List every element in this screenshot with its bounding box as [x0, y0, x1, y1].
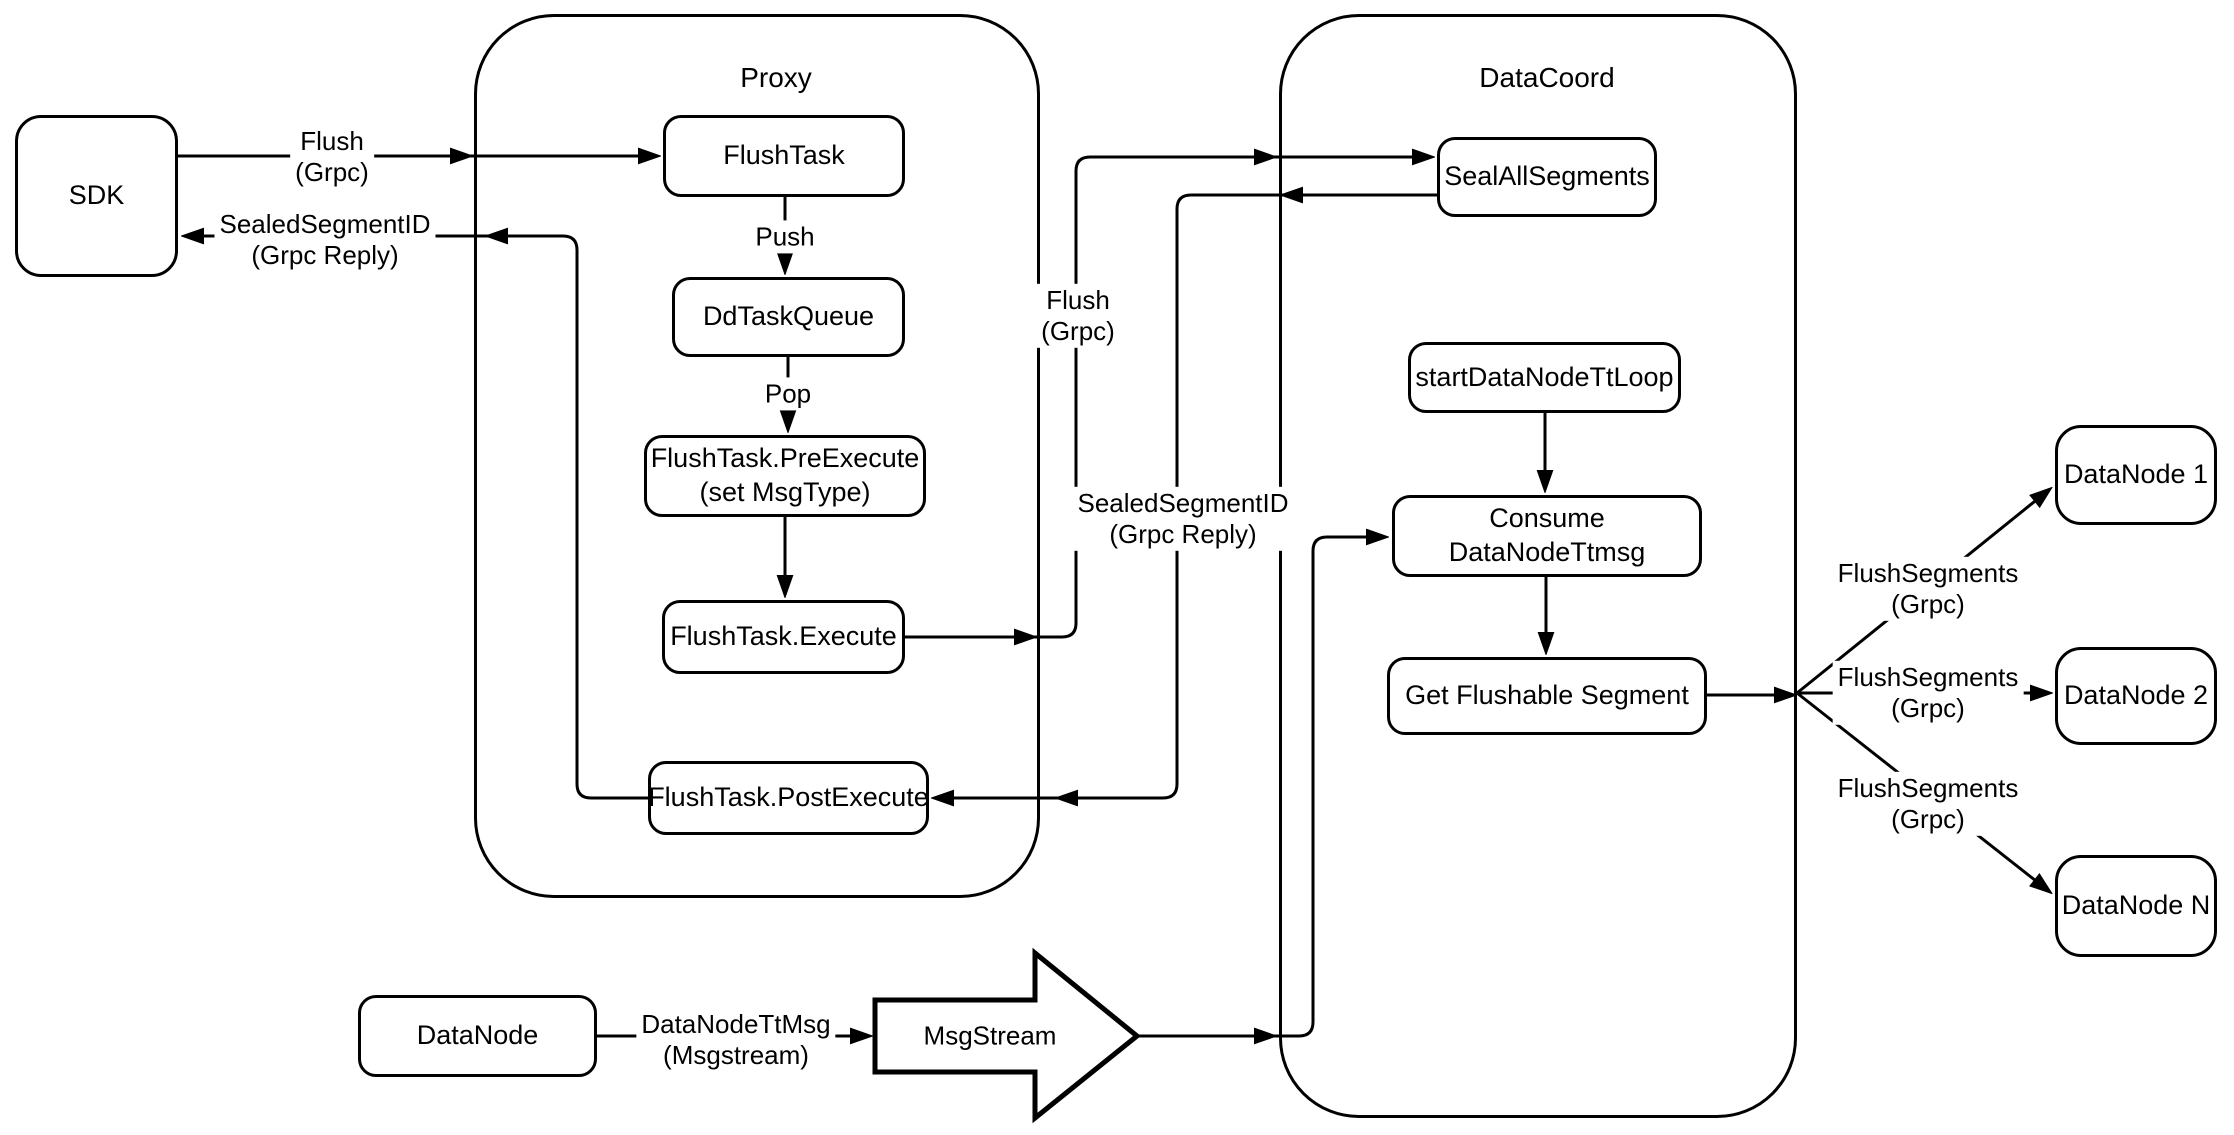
node-flushtask-execute: FlushTask.Execute [662, 600, 905, 674]
node-consume-datanodettmsg-label: Consume DataNodeTtmsg [1448, 503, 1646, 567]
node-consume-datanodettmsg: Consume DataNodeTtmsg [1392, 495, 1702, 577]
node-sealallsegments: SealAllSegments [1437, 137, 1657, 217]
msgstream-shape-label: MsgStream [923, 1020, 1057, 1051]
edge-label-datanodettmsg: DataNodeTtMsg (Msgstream) [636, 1007, 836, 1073]
node-get-flushable-segment: Get Flushable Segment [1387, 657, 1707, 735]
node-datanode2-label: DataNode 2 [2063, 680, 2209, 711]
node-datanoden-label: DataNode N [2061, 890, 2211, 921]
edge-label-pop: Pop [759, 377, 817, 411]
node-datanoden: DataNode N [2055, 855, 2217, 957]
node-sdk: SDK [15, 115, 178, 277]
edge-label-flush-grpc-sdk: Flush (Grpc) [290, 124, 374, 190]
node-ddtaskqueue-label: DdTaskQueue [702, 301, 875, 332]
node-flushtask: FlushTask [663, 115, 905, 197]
node-sdk-label: SDK [68, 180, 125, 211]
proxy-container [474, 14, 1040, 898]
edge-postexecute-reply-to-proxy-border [488, 236, 648, 800]
node-datanode1: DataNode 1 [2055, 425, 2217, 525]
node-datanode-bottom-label: DataNode [416, 1020, 539, 1051]
node-sealallsegments-label: SealAllSegments [1444, 161, 1650, 192]
edge-execute-flush-to-datacoord-border [1034, 157, 1274, 639]
node-datanode2: DataNode 2 [2055, 647, 2217, 745]
node-startdatanodettloop-label: startDataNodeTtLoop [1415, 361, 1674, 392]
node-get-flushable-segment-label: Get Flushable Segment [1405, 680, 1689, 711]
edge-msgstream-to-consume [1274, 537, 1386, 1038]
edge-label-flushsegments-1: FlushSegments (Grpc) [1832, 556, 2024, 622]
node-flushtask-execute-label: FlushTask.Execute [670, 621, 897, 652]
edge-label-flush-grpc-datacoord: Flush (Grpc) [1036, 283, 1120, 349]
node-ddtaskqueue: DdTaskQueue [672, 277, 905, 357]
node-flushtask-postexecute-label: FlushTask.PostExecute [648, 782, 929, 813]
edge-label-push: Push [750, 220, 820, 254]
node-flushtask-preexecute: FlushTask.PreExecute (set MsgType) [644, 435, 926, 517]
node-flushtask-preexecute-label: FlushTask.PreExecute (set MsgType) [650, 443, 920, 507]
node-datanode-bottom: DataNode [358, 995, 597, 1077]
edge-label-sealedsegmentid-proxy: SealedSegmentID (Grpc Reply) [1072, 486, 1294, 552]
node-startdatanodettloop: startDataNodeTtLoop [1408, 342, 1681, 413]
node-datanode1-label: DataNode 1 [2063, 459, 2209, 490]
msgstream-arrow-shape [872, 947, 1141, 1124]
node-flushtask-postexecute: FlushTask.PostExecute [648, 761, 929, 835]
proxy-container-title: Proxy [740, 62, 812, 93]
edge-label-flushsegments-2: FlushSegments (Grpc) [1832, 660, 2024, 726]
node-flushtask-label: FlushTask [723, 140, 845, 171]
edge-label-sealedsegmentid-sdk: SealedSegmentID (Grpc Reply) [214, 207, 436, 273]
edge-label-flushsegments-3: FlushSegments (Grpc) [1832, 771, 2024, 837]
datacoord-container-title: DataCoord [1479, 62, 1615, 93]
datacoord-container [1279, 14, 1797, 1118]
